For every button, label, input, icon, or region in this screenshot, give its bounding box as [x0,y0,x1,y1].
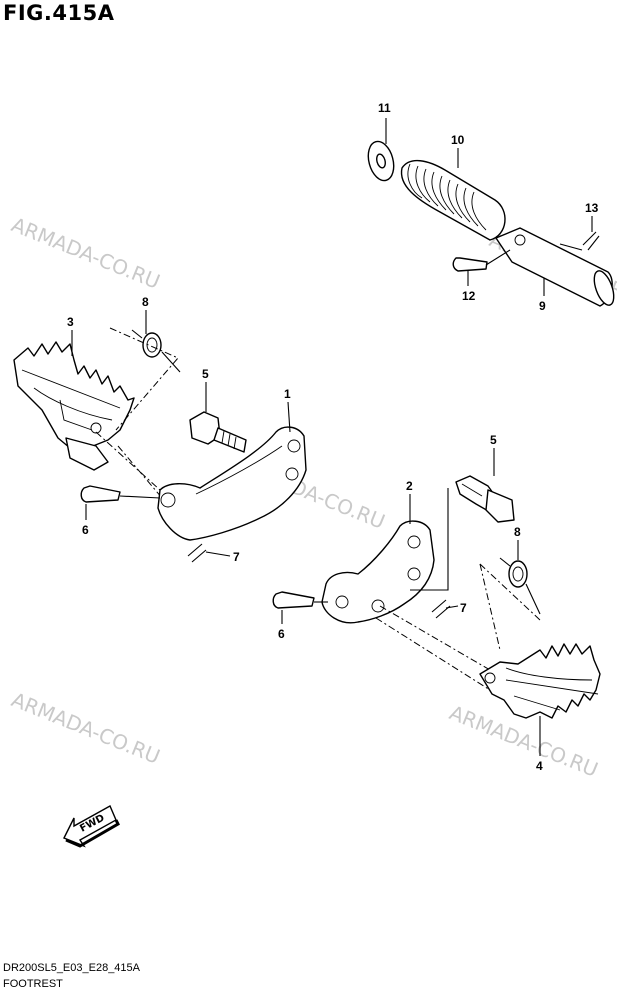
bolt-5-right [455,475,515,523]
callout-7-right: 7 [460,601,467,615]
leader-pin-left [119,495,161,499]
watermark: ARMADA-CO.RU [8,687,163,768]
cotter-pin-13 [559,231,600,251]
figure-title: FIG.415A [3,1,115,25]
callout-8-left: 8 [142,295,149,309]
spring-8-right [499,557,541,615]
cotter-7-right [431,599,451,619]
pin-6-right [272,591,315,609]
bolt-5-left [189,411,247,453]
leader-pivot-right-2 [375,617,491,691]
right-footrest-4 [479,643,601,719]
callout-12: 12 [462,289,476,303]
callout-8-right: 8 [514,525,521,539]
callout-2: 2 [406,479,413,493]
callout-13: 13 [585,201,599,215]
bracket-2 [321,520,435,624]
diagram-code: DR200SL5_E03_E28_415A [3,962,141,974]
callout-3: 3 [67,315,74,329]
callout-10: 10 [451,133,465,147]
cotter-7-left [187,543,207,563]
fwd-arrow-icon: FWD [63,805,120,848]
peg-bar-9 [495,227,615,307]
callout-leaders [71,118,593,756]
callout-11: 11 [378,101,391,115]
left-footrest-3 [13,341,135,471]
callout-4: 4 [536,759,543,773]
leader-pivot-left [95,431,161,491]
part-number-callouts: 11 10 13 12 9 8 3 5 1 6 7 5 2 8 7 6 4 [67,101,599,773]
callout-1: 1 [284,387,291,401]
leader-bolt-right [410,488,449,591]
grip-rubber-10 [400,160,506,241]
callout-9: 9 [539,299,546,313]
leader-spring-right-2 [479,563,541,621]
bracket-1 [157,426,307,541]
leader-pivot-right [379,605,491,671]
diagram-name: FOOTREST [3,978,63,990]
watermark: ARMADA-CO.RU [8,212,163,293]
callout-7-left: 7 [233,550,240,564]
clevis-pin-12 [452,249,511,272]
callout-5-right: 5 [490,433,497,447]
spring-8-left [131,329,181,373]
callout-5-left: 5 [202,367,209,381]
leader-spring-right [479,563,501,651]
callout-6-right: 6 [278,627,285,641]
pin-6-left [80,485,121,503]
leader-spring-left [109,327,179,431]
washer-11 [367,140,395,182]
callout-6-left: 6 [82,523,89,537]
